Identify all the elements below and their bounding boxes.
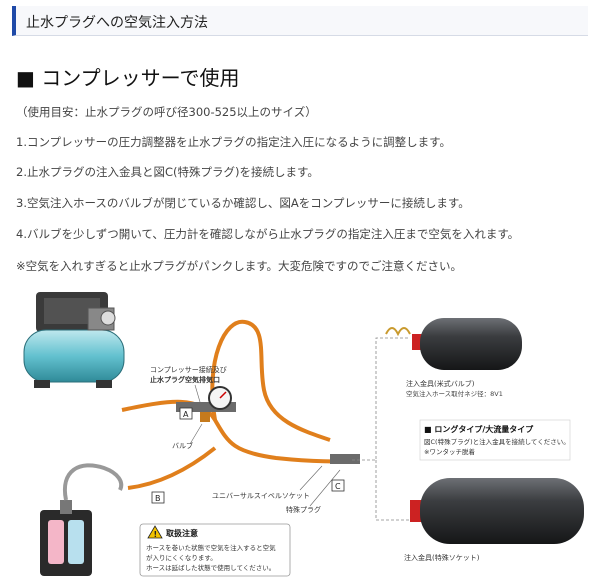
step-2: 2.止水プラグの注入金具と図C(特殊プラグ)を接続します。 bbox=[16, 165, 319, 179]
letter-b-box bbox=[151, 491, 165, 504]
caution-line-2: が入りにくくなります。 bbox=[146, 553, 217, 562]
sub-heading: ■ コンプレッサーで使用 bbox=[16, 66, 240, 90]
compressor bbox=[23, 292, 125, 388]
foot-pump-hose bbox=[62, 463, 124, 501]
fitting-label: 注入金具(米式バルブ) bbox=[406, 379, 475, 388]
gauge-assembly bbox=[176, 386, 360, 464]
compressor-label-1: コンプレッサー接続及び bbox=[150, 365, 227, 374]
compressor-label-2: 止水プラグ空気排気口 bbox=[150, 375, 220, 384]
valve-label: バルブ bbox=[172, 441, 193, 450]
fitting2-label: 注入金具(特殊ソケット) bbox=[404, 553, 480, 562]
fitting-sub: 空気注入ホース取付ネジ径：8V1 bbox=[406, 389, 503, 398]
letter-a: A bbox=[183, 410, 189, 419]
step-1: 1.コンプレッサーの圧力調整器を止水プラグの指定注入圧になるように調整します。 bbox=[16, 135, 451, 149]
letter-b: B bbox=[155, 494, 161, 503]
caution-title: 取扱注意 bbox=[166, 528, 198, 538]
foot-pump bbox=[40, 500, 92, 576]
long-type-title: ■ ロングタイプ/大流量タイプ bbox=[424, 424, 534, 434]
warning-icon bbox=[147, 525, 163, 539]
coiled-hose bbox=[210, 319, 331, 442]
letter-c-box bbox=[331, 479, 345, 492]
main-hose bbox=[121, 399, 353, 464]
svg-text:!: ! bbox=[154, 530, 158, 539]
letter-c: C bbox=[335, 482, 341, 491]
long-type-note: ※ワンタッチ脱着 bbox=[424, 447, 475, 456]
lower-hose bbox=[127, 446, 217, 490]
special-plug-label: 特殊プラグ bbox=[286, 505, 321, 514]
warning-note: ※空気を入れすぎると止水プラグがパンクします。大変危険ですのでご注意ください。 bbox=[16, 259, 463, 273]
connector-upper bbox=[352, 337, 410, 461]
lower-plug bbox=[410, 478, 584, 544]
upper-plug bbox=[385, 318, 522, 370]
usage-note: （使用目安：止水プラグの呼び径300-525以上のサイズ） bbox=[16, 105, 317, 119]
universal-label: ユニバーサルスイベルソケット bbox=[212, 492, 310, 500]
section-header: 止水プラグへの空気注入方法 bbox=[12, 6, 588, 36]
letter-a-box bbox=[179, 407, 193, 420]
long-type-desc: 図C(特殊プラグ)と注入金具を接続してください。 bbox=[424, 437, 570, 446]
caution-line-3: ホースは延ばした状態で使用してください。 bbox=[146, 563, 275, 572]
connector-lower bbox=[375, 460, 410, 521]
step-4: 4.バルブを少しずつ開いて、圧力計を確認しながら止水プラグの指定注入圧まで空気を… bbox=[16, 227, 520, 241]
caution-line-1: ホースを巻いた状態で空気を注入すると空気 bbox=[146, 543, 276, 552]
step-3: 3.空気注入ホースのバルブが閉じているか確認し、図Aをコンプレッサーに接続します… bbox=[16, 196, 470, 210]
caution-box bbox=[139, 523, 291, 577]
section-header-title: 止水プラグへの空気注入方法 bbox=[26, 15, 208, 31]
long-type-box bbox=[419, 419, 571, 461]
